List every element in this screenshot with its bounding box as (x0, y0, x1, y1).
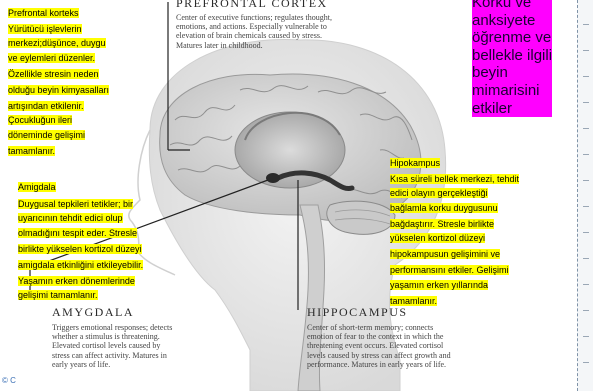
hippocampus-desc-line: levels caused by stress can affect growt… (307, 351, 451, 360)
strip-tick (583, 76, 589, 77)
prefrontal-tr-line: merkezi;düşünce, duygu (8, 38, 106, 48)
copyright-text: © C (2, 376, 16, 385)
hippocampus-desc-line: performance. Matures in early years of l… (307, 360, 451, 369)
hippocampus-desc-line: threatening event occurs. Elevated corti… (307, 341, 451, 350)
amygdala-tr-line: amigdala etkinliğini etkileyebilir. (18, 260, 143, 270)
prefrontal-tr-line: döneminde gelişimi (8, 130, 85, 140)
magenta-note-line: etkiler (472, 100, 512, 117)
magenta-note-line: bellekle ilgili (472, 47, 552, 64)
strip-tick (583, 336, 589, 337)
prefrontal-desc-line: Center of executive functions; regulates… (176, 13, 332, 22)
amygdala-title: AMYGDALA (52, 305, 134, 320)
amygdala-tr-line: olmadığını tespit eder. Stresle (18, 228, 137, 238)
prefrontal-turkish-note: Prefrontal korteks Yürütücü işlevlerin m… (8, 6, 109, 158)
strip-tick (583, 102, 589, 103)
hippocampus-tr-line: yaşamın erken yıllarında (390, 280, 488, 290)
hippocampus-tr-line: bağdaştırır. Stresle birlikte (390, 219, 494, 229)
magenta-note-line: Korku ve (472, 0, 531, 11)
strip-tick (583, 258, 589, 259)
hippocampus-title: HIPPOCAMPUS (307, 305, 408, 320)
amygdala-tr-line: uyarıcının tehdit edici olup (18, 213, 123, 223)
hippocampus-tr-line: Hipokampus (390, 158, 440, 168)
hippocampus-tr-line: edici olayın gerçekleştiği (390, 188, 488, 198)
hippocampus-desc-line: emotion of fear to the context in which … (307, 332, 451, 341)
prefrontal-description: Center of executive functions; regulates… (176, 13, 332, 50)
magenta-note-line: mimarisini (472, 82, 540, 99)
strip-tick (583, 206, 589, 207)
prefrontal-tr-line: Özellikle stresin neden (8, 69, 99, 79)
strip-tick (583, 24, 589, 25)
amygdala-tr-line: birlikte yükselen kortizol düzeyi (18, 244, 142, 254)
amygdala-tr-line: Amigdala (18, 182, 56, 192)
hippocampus-tr-line: yükselen kortizol düzeyi (390, 233, 485, 243)
magenta-note-line: öğrenme ve (472, 29, 551, 46)
amygdala-shape (266, 173, 280, 183)
strip-tick (583, 180, 589, 181)
strip-tick (583, 128, 589, 129)
amygdala-turkish-note: Amigdala Duygusal tepkileri tetikler; bi… (18, 180, 143, 303)
prefrontal-title: PREFRONTAL CORTEX (176, 0, 328, 11)
amygdala-desc-line: early years of life. (52, 360, 172, 369)
hippocampus-desc-line: Center of short-term memory; connects (307, 323, 451, 332)
prefrontal-desc-line: Matures later in childhood. (176, 41, 332, 50)
amygdala-desc-line: stress can affect activity. Matures in (52, 351, 172, 360)
magenta-note-line: beyin (472, 64, 508, 81)
hippocampus-tr-line: Kısa süreli bellek merkezi, tehdit (390, 174, 519, 184)
strip-tick (583, 50, 589, 51)
hippocampus-tr-line: hipokampusun gelişimini ve (390, 249, 500, 259)
strip-tick (583, 310, 589, 311)
amygdala-desc-line: Elevated cortisol levels caused by (52, 341, 172, 350)
side-scroll-strip[interactable] (577, 0, 593, 391)
strip-tick (583, 154, 589, 155)
amygdala-tr-line: gelişimi tamamlanır. (18, 290, 98, 300)
prefrontal-tr-line: olduğu beyin kimyasalları (8, 85, 109, 95)
prefrontal-desc-line: emotions, and actions. Especially vulner… (176, 22, 332, 31)
strip-tick (583, 284, 589, 285)
amygdala-tr-line: Duygusal tepkileri tetikler; bir (18, 199, 133, 209)
hippocampus-tr-line: performansını etkiler. Gelişimi (390, 265, 509, 275)
prefrontal-desc-line: elevation of brain chemicals caused by s… (176, 31, 332, 40)
strip-tick (583, 362, 589, 363)
prefrontal-tr-line: Prefrontal korteks (8, 8, 79, 18)
prefrontal-tr-line: ve eylemleri düzenler. (8, 53, 95, 63)
amygdala-desc-line: whether a stimulus is threatening. (52, 332, 172, 341)
prefrontal-tr-line: Çocukluğun ileri (8, 115, 72, 125)
amygdala-desc-line: Triggers emotional responses; detects (52, 323, 172, 332)
hippocampus-turkish-note: Hipokampus Kısa süreli bellek merkezi, t… (390, 156, 519, 308)
amygdala-description: Triggers emotional responses; detects wh… (52, 323, 172, 369)
prefrontal-tr-line: artışından etkilenir. (8, 101, 84, 111)
cerebellum (327, 201, 395, 234)
magenta-note-line: anksiyete (472, 12, 535, 29)
hippocampus-tr-line: bağlamla korku duygusunu (390, 203, 498, 213)
hippocampus-description: Center of short-term memory; connects em… (307, 323, 451, 369)
fear-anxiety-note: Korku ve anksiyete öğrenme ve bellekle i… (472, 0, 552, 117)
strip-tick (583, 232, 589, 233)
amygdala-tr-line: Yaşamın erken dönemlerinde (18, 276, 135, 286)
prefrontal-tr-line: Yürütücü işlevlerin (8, 24, 82, 34)
prefrontal-tr-line: tamamlanır. (8, 146, 55, 156)
